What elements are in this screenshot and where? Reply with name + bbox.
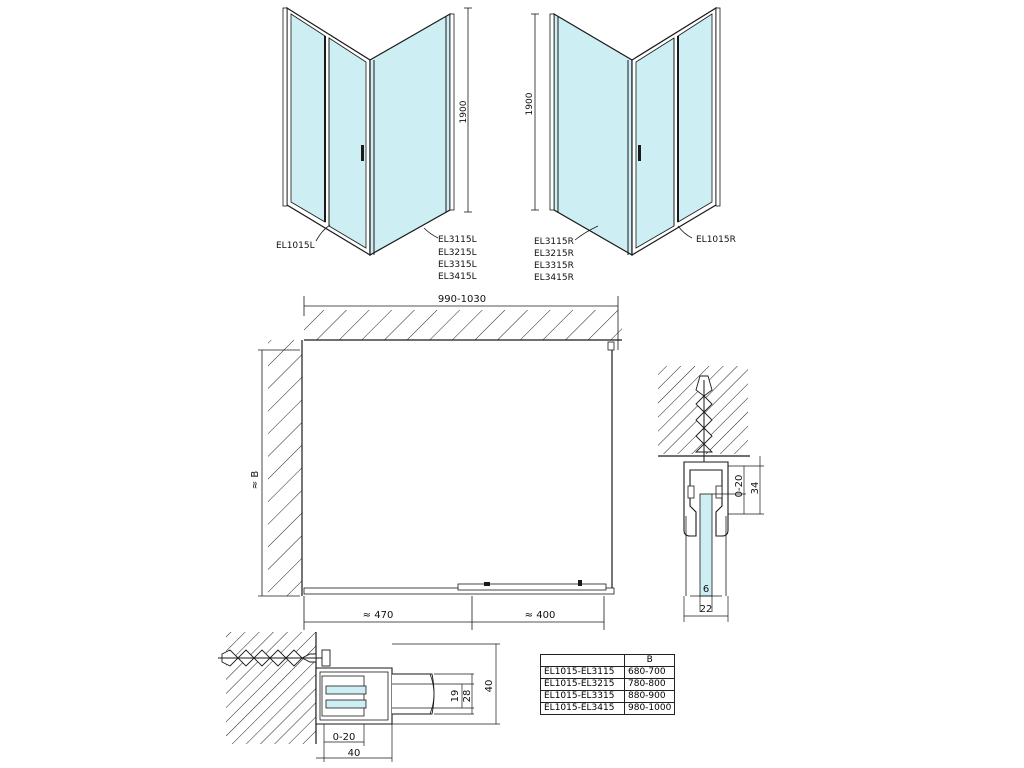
table-cell: EL1015-EL3415 (540, 702, 625, 715)
table-cell: 780-800 (623, 678, 676, 691)
height-label-left: 1900 (459, 100, 469, 123)
table-header-cell (540, 654, 625, 667)
perspective-left: 1900 EL1015L EL3115L EL3215L EL3315L EL3… (276, 6, 477, 282)
table-cell: EL1015-EL3115 (540, 666, 625, 679)
detail-width-label: 22 (700, 604, 713, 615)
perspective-right: 1900 EL1015R EL3115R EL3215R EL3315R EL3… (525, 6, 736, 283)
detail-outer-label: 40 (484, 680, 495, 693)
detail-mid-label: 28 (462, 690, 473, 703)
table-header-cell: B (623, 654, 676, 667)
plan-depth-label: ≈ B (250, 471, 261, 490)
table-cell: 680-700 (623, 666, 676, 679)
detail-range-label: 0-20 (734, 475, 745, 498)
door-label-right: EL1015R (696, 235, 736, 245)
panel-label-right-2: EL3315R (534, 261, 574, 271)
height-label-right: 1900 (525, 92, 535, 115)
detail-door-profile: 19 28 40 0-20 40 (218, 632, 500, 762)
table-row: EL1015-EL3215 780-800 (540, 678, 676, 691)
detail-glass-label: 6 (703, 584, 709, 595)
plan-door-label: ≈ 400 (525, 610, 556, 621)
panel-label-right-0: EL3115R (534, 237, 574, 247)
door-label-left: EL1015L (276, 241, 315, 251)
detail-bottom-width-label: 40 (348, 748, 361, 759)
table-header-row: B (540, 654, 676, 667)
plan-fixed-label: ≈ 470 (363, 610, 394, 621)
detail-inner-label: 19 (450, 690, 461, 703)
panel-label-left-0: EL3115L (438, 235, 477, 245)
table-cell: 880-900 (623, 690, 676, 703)
detail-depth-label: 34 (750, 482, 761, 495)
plan-width-label: 990-1030 (438, 294, 486, 305)
panel-label-left-1: EL3215L (438, 248, 477, 258)
table-row: EL1015-EL3115 680-700 (540, 666, 676, 679)
plan-view: 990-1030 ≈ B ≈ 470 ≈ 400 (250, 294, 622, 630)
detail-wall-profile: 0-20 34 6 22 (658, 366, 764, 622)
table-cell: EL1015-EL3215 (540, 678, 625, 691)
table-row: EL1015-EL3415 980-1000 (540, 702, 676, 715)
table-row: EL1015-EL3315 880-900 (540, 690, 676, 703)
table-cell: 980-1000 (623, 702, 676, 715)
panel-label-right-1: EL3215R (534, 249, 574, 259)
panel-label-right-3: EL3415R (534, 273, 574, 283)
table-cell: EL1015-EL3315 (540, 690, 625, 703)
panel-label-left-2: EL3315L (438, 260, 477, 270)
size-table: B EL1015-EL3115 680-700 EL1015-EL3215 78… (540, 654, 676, 715)
detail-bottom-range-label: 0-20 (333, 732, 356, 743)
panel-label-left-3: EL3415L (438, 272, 477, 282)
